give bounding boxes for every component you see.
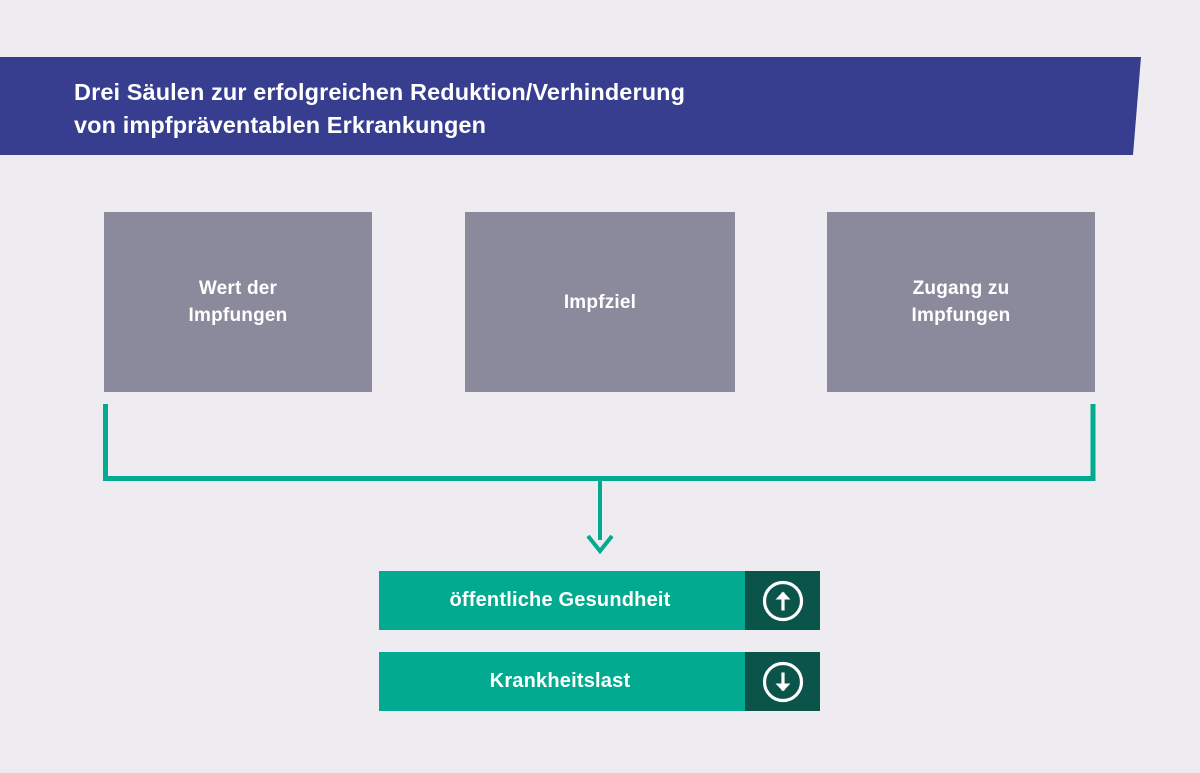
- outcome-icon-container: [745, 571, 820, 630]
- outcome-label: Krankheitslast: [489, 670, 631, 692]
- pillar-label: Wert der Impfungen: [188, 278, 288, 326]
- pillar-label: Zugang zu Impfungen: [911, 278, 1011, 326]
- connector-arrowhead-icon: [586, 534, 614, 555]
- outcome-icon-container: [745, 652, 820, 711]
- pillar-label: Impfziel: [563, 291, 637, 313]
- page-title: Drei Säulen zur erfolgreichen Reduktion/…: [74, 79, 686, 138]
- outcome-bar-oeffentliche-gesundheit[interactable]: öffentliche Gesundheit: [379, 571, 820, 630]
- pillar-box-wert-der-impfungen[interactable]: Wert der Impfungen: [104, 212, 372, 392]
- pillar-box-zugang-zu-impfungen[interactable]: Zugang zu Impfungen: [827, 212, 1095, 392]
- arrow-up-circle-icon: [762, 580, 803, 621]
- header-banner: Drei Säulen zur erfolgreichen Reduktion/…: [0, 57, 1141, 155]
- arrow-down-circle-icon: [762, 661, 803, 702]
- outcome-label: öffentliche Gesundheit: [449, 589, 671, 611]
- outcome-bar-krankheitslast[interactable]: Krankheitslast: [379, 652, 820, 711]
- pillar-box-impfziel[interactable]: Impfziel: [465, 212, 735, 392]
